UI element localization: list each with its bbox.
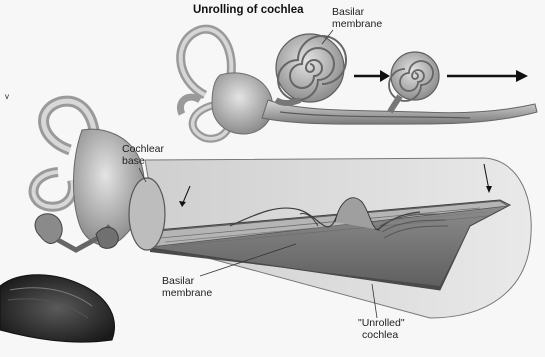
cochlear-base-label-line2: base (122, 156, 145, 167)
diagram-title: Unrolling of cochlea (193, 5, 304, 16)
top-inner-ear (180, 29, 537, 139)
bottom-inner-ear (0, 101, 165, 342)
small-mark: v (5, 91, 9, 102)
unrolling-arrows (354, 70, 528, 82)
basilar-membrane-bottom-label-line1: Basilar (162, 276, 194, 287)
basilar-membrane-bottom-label-line2: membrane (162, 288, 212, 299)
basilar-membrane-top-label-line2: membrane (332, 19, 382, 30)
unrolled-cochlea-label-line2: cochlea (362, 330, 398, 341)
basilar-membrane-top-label-line1: Basilar (332, 7, 364, 18)
unrolled-cochlea-label-line1: "Unrolled" (358, 318, 405, 329)
cochlear-base-label-line1: Cochlear (122, 144, 164, 155)
